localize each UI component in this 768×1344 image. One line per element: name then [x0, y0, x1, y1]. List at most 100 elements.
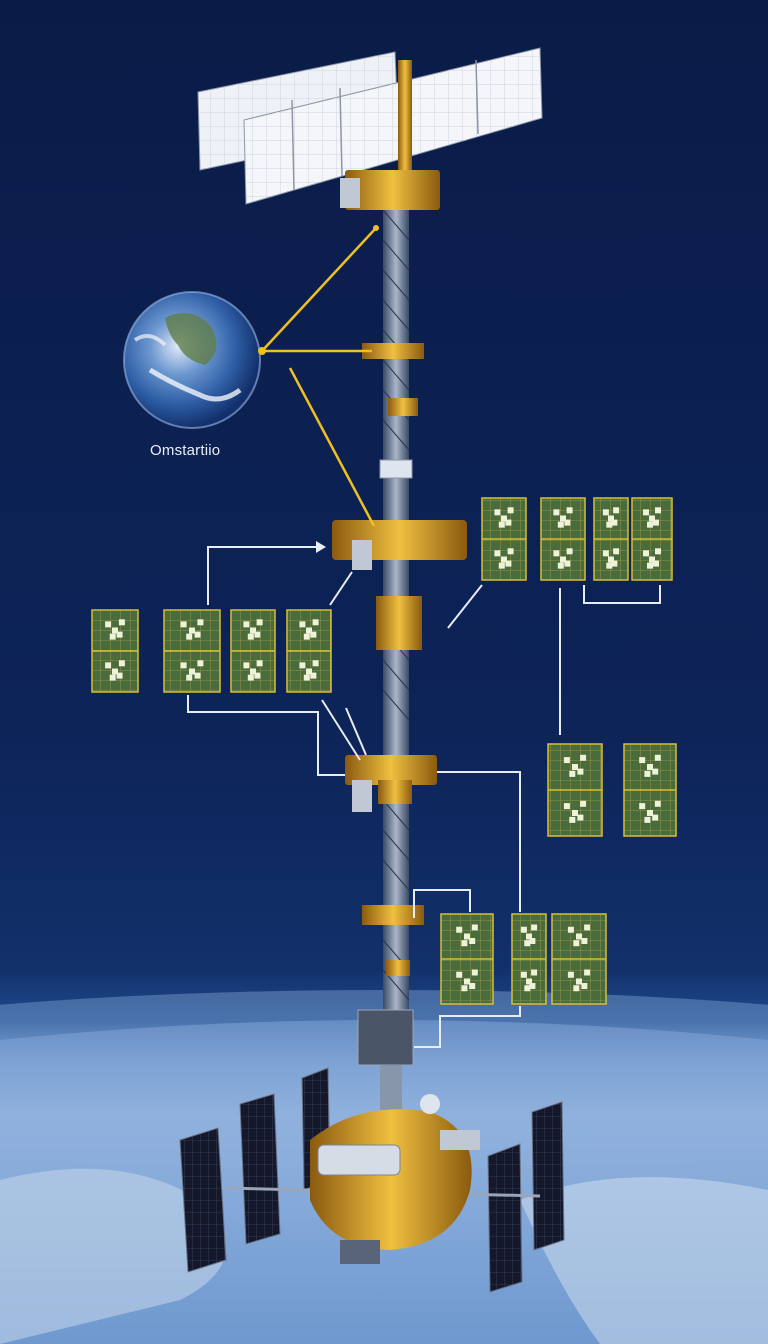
module-pixel — [553, 509, 560, 516]
connector-arrow — [316, 541, 326, 553]
module-pixel — [118, 619, 125, 626]
earth-globe-icon — [123, 291, 261, 429]
module-pixel — [526, 933, 532, 940]
module-pixel — [105, 662, 112, 669]
module-pixel — [576, 933, 582, 940]
module-pixel — [567, 971, 574, 978]
module-pixel — [498, 562, 505, 569]
module-pixel — [580, 800, 587, 807]
module-pixel — [653, 519, 659, 526]
module-pixel — [461, 985, 468, 992]
module-pixel — [243, 621, 250, 628]
module-pixel — [112, 627, 118, 634]
module-pixel — [303, 674, 310, 681]
module-pixel — [529, 938, 536, 944]
module-pixel — [581, 938, 588, 944]
module-pixel — [118, 660, 125, 667]
earth-label: Omstartiio — [150, 442, 221, 459]
module-pixel — [577, 814, 584, 821]
module-pixel — [647, 764, 653, 770]
module-pixel — [180, 662, 187, 669]
module-pixel — [501, 556, 507, 563]
module-pixel — [654, 800, 661, 807]
module-pixel — [655, 507, 661, 514]
module-pixel — [581, 983, 588, 989]
module-pixel — [505, 560, 512, 567]
module-pixel — [606, 562, 613, 569]
module-pixel — [569, 770, 576, 777]
module-pixel — [310, 672, 317, 679]
module-pixel — [299, 662, 306, 669]
module-pixel — [256, 619, 263, 626]
module-pixel — [639, 803, 646, 810]
module-pixel — [606, 521, 613, 528]
module-pixel — [613, 507, 620, 514]
module-pixel — [189, 627, 195, 634]
module-pixel — [602, 509, 609, 516]
module-pixel — [647, 810, 653, 816]
white-connectors — [187, 546, 661, 1048]
module-pixel — [649, 556, 655, 563]
module-pixel — [109, 633, 116, 640]
module-pixel — [644, 816, 651, 823]
module-pixel — [652, 768, 659, 775]
module-pixel — [116, 631, 123, 638]
module-pixel — [306, 627, 312, 634]
module-pixel — [112, 668, 118, 675]
module-pixel — [197, 619, 204, 626]
module-pixel — [464, 978, 470, 985]
module-pixel — [564, 560, 571, 567]
module-pixel — [254, 672, 261, 679]
cloud-band-right — [520, 1177, 768, 1344]
module-pixel — [557, 521, 564, 528]
module-pixel — [505, 519, 512, 526]
module-pixel — [655, 548, 661, 555]
module-pixel — [186, 674, 193, 681]
module-pixel — [602, 550, 609, 557]
module-pixel — [471, 969, 478, 976]
module-pixel — [312, 619, 319, 626]
module-pixel — [573, 985, 580, 992]
module-pixel — [531, 969, 538, 976]
module-pixel — [456, 926, 463, 933]
module-pixel — [520, 971, 527, 978]
module-pixel — [507, 507, 514, 514]
module-pixel — [613, 548, 620, 555]
node-top — [340, 170, 440, 210]
module-pixel — [644, 770, 651, 777]
module-pixel — [573, 940, 580, 947]
module-pixel — [498, 521, 505, 528]
module-pixel — [250, 627, 256, 634]
module-pixel — [577, 768, 584, 775]
module-pixel — [247, 633, 254, 640]
module-pixel — [560, 556, 566, 563]
module-pixel — [116, 672, 123, 679]
module-pixel — [520, 926, 527, 933]
module-pixel — [105, 621, 112, 628]
module-pixel — [494, 509, 501, 516]
module-pixel — [469, 938, 476, 944]
module-pixel — [649, 515, 655, 522]
module-pixel — [608, 556, 614, 563]
module-pixel — [566, 548, 573, 555]
module-pixel — [256, 660, 263, 667]
module-pixel — [563, 757, 570, 764]
module-pixel — [524, 940, 531, 947]
module-pixel — [608, 515, 614, 522]
module-pixel — [247, 674, 254, 681]
module-pixel — [643, 509, 649, 516]
module-pixel — [531, 924, 538, 931]
module-pixel — [639, 757, 646, 764]
module-cards — [91, 497, 677, 1005]
node-lower — [345, 755, 437, 812]
module-pixel — [189, 668, 195, 675]
module-pixel — [643, 550, 649, 557]
module-pixel — [584, 924, 591, 931]
module-pixel — [584, 969, 591, 976]
module-pixel — [456, 971, 463, 978]
module-pixel — [653, 560, 659, 567]
module-pixel — [567, 926, 574, 933]
module-pixel — [563, 803, 570, 810]
connector-dot-earth — [258, 347, 266, 355]
